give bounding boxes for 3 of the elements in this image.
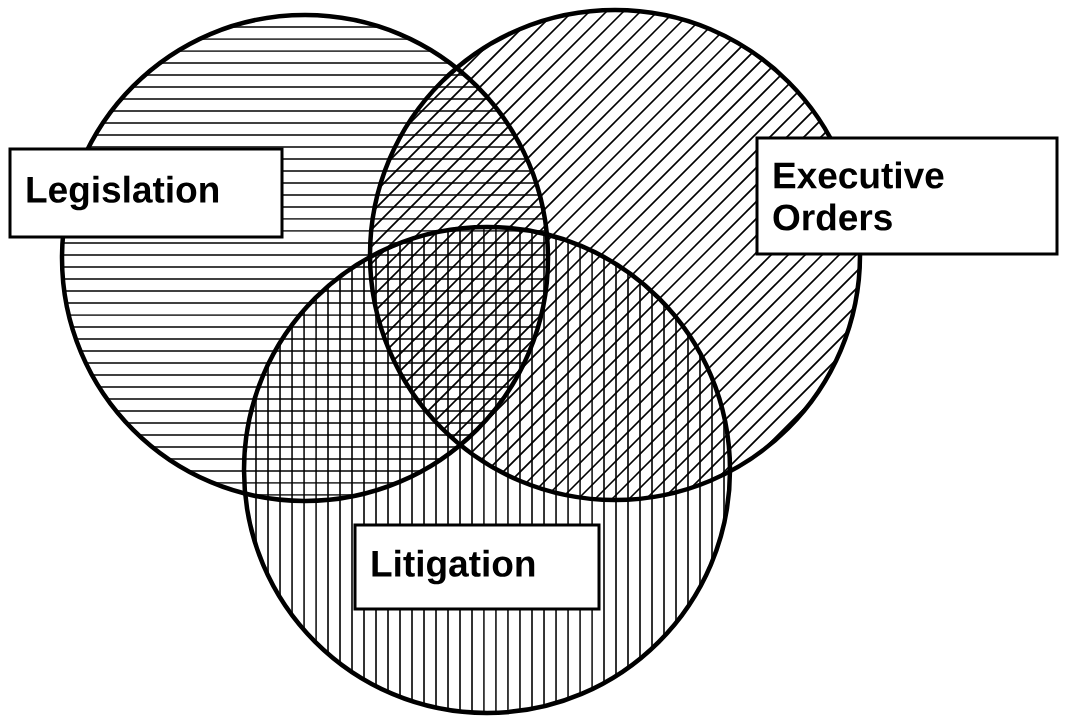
label-box: Executive Orders [755,136,1059,256]
label-box: Litigation [353,523,601,611]
label-box: Legislation [8,147,284,239]
